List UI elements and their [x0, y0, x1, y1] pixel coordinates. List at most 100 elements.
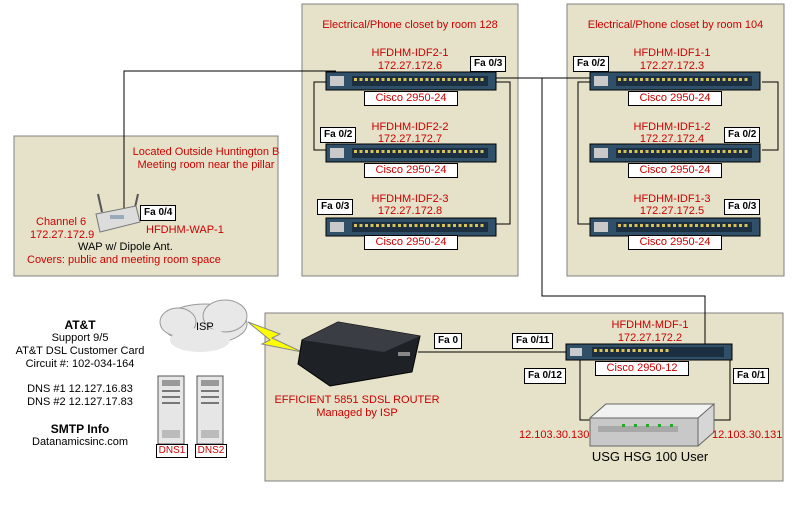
- switch-port-led: [403, 224, 407, 227]
- switch-port-led: [414, 78, 418, 81]
- smtp-title: SMTP Info: [50, 422, 110, 436]
- idf1-2-ip: 172.27.172.4: [639, 133, 705, 145]
- port-tag-idf2-3-fa03: Fa 0/3: [317, 199, 354, 215]
- switch-port-led: [640, 224, 643, 227]
- switch-port-led: [431, 150, 434, 153]
- att-customer-card: AT&T DSL Customer Card: [15, 345, 145, 357]
- att-circuit: Circuit #: 102-034-164: [25, 358, 135, 370]
- switch-port-led: [354, 78, 357, 81]
- switch-port-led: [464, 78, 467, 81]
- switch-port-led: [706, 224, 709, 227]
- switch-port-led: [365, 78, 368, 81]
- idf2-3-name: HFDHM-IDF2-3: [371, 193, 449, 205]
- router-managed-by: Managed by ISP: [316, 407, 398, 419]
- switch-port-led: [618, 78, 621, 81]
- switch-port-led: [662, 78, 665, 81]
- switch-port-led: [359, 150, 363, 153]
- cable-idf1-1-to-idf1-3: [577, 81, 592, 225]
- switch-port-led: [722, 224, 726, 227]
- idf2-1-model: Cisco 2950-24: [364, 91, 458, 106]
- switch-port-led: [420, 150, 423, 153]
- switch-port-led: [656, 224, 660, 227]
- mdf-1-name: HFDHM-MDF-1: [611, 319, 689, 331]
- switch-port-led: [728, 224, 731, 227]
- switch-port-led: [442, 150, 445, 153]
- switch-port-led: [365, 150, 368, 153]
- switch-port-led: [599, 349, 603, 352]
- switch-port-led: [627, 349, 630, 352]
- wap-name: HFDHM-WAP-1: [146, 224, 224, 236]
- switch-port-led: [618, 224, 621, 227]
- switch-port-led: [370, 150, 374, 153]
- switch-port-led: [629, 150, 632, 153]
- switch-port-led: [420, 78, 423, 81]
- switch-port-led: [739, 78, 742, 81]
- cable-idf2-1-to-idf2-2: [313, 81, 330, 151]
- switch-port-led: [673, 224, 676, 227]
- switch-port-led: [458, 150, 462, 153]
- closet-128-title: Electrical/Phone closet by room 128: [322, 19, 498, 31]
- switch-port-led: [453, 78, 456, 81]
- switch-port-led: [706, 150, 709, 153]
- wap-device-icon: [95, 193, 141, 233]
- switch-port-led: [381, 150, 385, 153]
- idf1-3-model: Cisco 2950-24: [628, 235, 722, 250]
- usg-name: USG HSG 100 User: [591, 449, 709, 464]
- switch-port-led: [638, 349, 641, 352]
- switch-port-led: [453, 150, 456, 153]
- switch-port-led: [629, 224, 632, 227]
- switch-port-led: [354, 150, 357, 153]
- switch-port-led: [359, 78, 363, 81]
- switch-port-led: [414, 224, 418, 227]
- switch-port-led: [656, 150, 660, 153]
- switch-port-led: [480, 224, 484, 227]
- port-tag-idf1-2-fa02: Fa 0/2: [724, 127, 761, 143]
- idf1-2-model: Cisco 2950-24: [628, 163, 722, 178]
- switch-port-led: [381, 78, 385, 81]
- switch-port-led: [684, 150, 687, 153]
- switch-port-led: [398, 78, 401, 81]
- switch-port-led: [365, 224, 368, 227]
- switch-port-led: [392, 150, 396, 153]
- switch-port-led: [706, 78, 709, 81]
- switch-port-led: [665, 349, 669, 352]
- switch-port-led: [621, 349, 625, 352]
- router-device-icon: [297, 321, 421, 387]
- switch-port-led: [420, 224, 423, 227]
- switch-port-led: [667, 150, 671, 153]
- switch-port-dots: [354, 78, 748, 352]
- switch-port-led: [711, 224, 715, 227]
- idf2-3-model: Cisco 2950-24: [364, 235, 458, 250]
- switch-port-led: [475, 150, 478, 153]
- switch-port-led: [678, 150, 682, 153]
- cable-idf1-1-to-idf1-2: [762, 81, 779, 151]
- isp-cloud-icon: [159, 299, 248, 352]
- switch-port-led: [370, 224, 374, 227]
- switch-port-led: [414, 150, 418, 153]
- switch-port-led: [695, 150, 698, 153]
- switch-port-led: [662, 224, 665, 227]
- switch-port-led: [436, 150, 440, 153]
- switch-port-led: [623, 224, 627, 227]
- switch-port-led: [425, 150, 429, 153]
- switch-port-led: [436, 224, 440, 227]
- switch-port-led: [654, 349, 658, 352]
- switch-port-led: [403, 78, 407, 81]
- dns1-server-label: DNS1: [156, 444, 188, 458]
- idf2-2-ip: 172.27.172.7: [377, 133, 443, 145]
- port-tag-mdf-fa012: Fa 0/12: [524, 368, 566, 384]
- switch-port-led: [618, 150, 621, 153]
- switch-port-led: [695, 78, 698, 81]
- switch-port-led: [689, 150, 693, 153]
- switch-port-led: [643, 349, 647, 352]
- switch-port-led: [717, 150, 720, 153]
- switch-port-led: [376, 224, 379, 227]
- switch-port-led: [634, 78, 638, 81]
- switch-port-led: [645, 224, 649, 227]
- switch-port-led: [425, 78, 429, 81]
- switch-port-led: [431, 78, 434, 81]
- idf1-1-ip: 172.27.172.3: [639, 60, 705, 72]
- switch-port-led: [673, 150, 676, 153]
- switch-port-led: [431, 224, 434, 227]
- huntington-location-line2: Meeting room near the pillar: [137, 159, 275, 171]
